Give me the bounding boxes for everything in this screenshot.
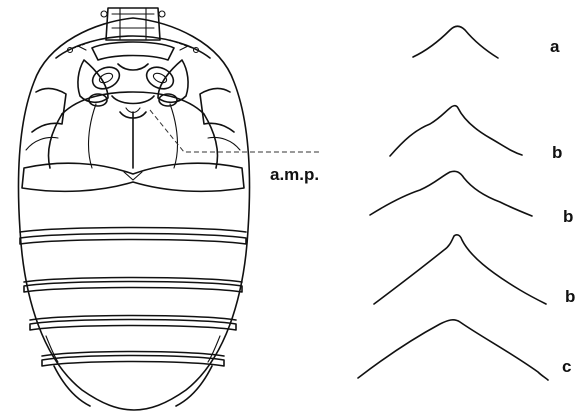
profile-c (358, 320, 548, 380)
profile-a (413, 26, 498, 58)
label-profile-a: a (550, 37, 560, 56)
amp-leader-line (150, 110, 320, 152)
label-profile-c: c (562, 357, 571, 376)
profile-b-2 (370, 171, 532, 216)
profile-b-3 (374, 235, 546, 304)
label-profile-b-2: b (563, 207, 573, 226)
abdominal-segments (20, 228, 246, 407)
label-amp: a.m.p. (270, 165, 319, 184)
profile-b-1 (390, 106, 522, 156)
label-profile-b-3: b (565, 287, 575, 306)
label-profile-b-1: b (552, 143, 562, 162)
specimen-dorsal-view (19, 8, 320, 410)
